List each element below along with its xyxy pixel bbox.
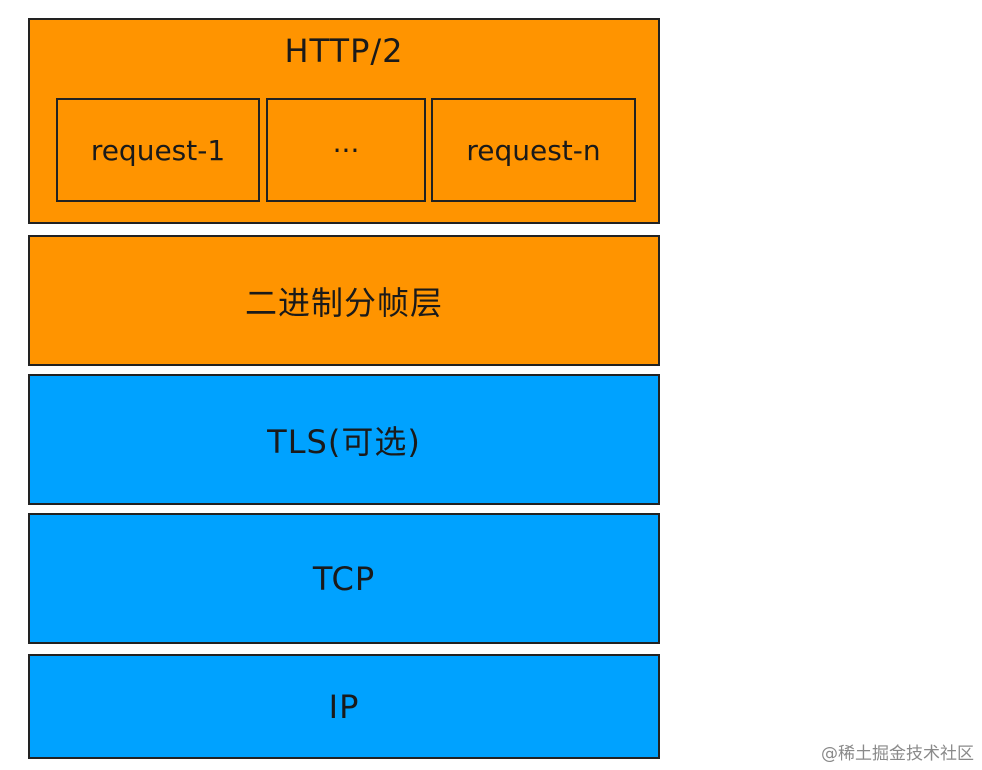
http2-layer-label: HTTP/2 xyxy=(284,32,404,70)
request-box-ellipsis: ··· xyxy=(266,98,426,202)
watermark-text: @稀土掘金技术社区 xyxy=(821,744,974,764)
tcp-layer: TCP xyxy=(28,513,660,644)
tls-layer: TLS(可选) xyxy=(28,374,660,505)
binary-framing-layer-label: 二进制分帧层 xyxy=(244,283,443,322)
ip-layer-label: IP xyxy=(328,687,360,726)
request-box-1: request-1 xyxy=(56,98,260,202)
request-n-label: request-n xyxy=(466,133,601,167)
request-1-label: request-1 xyxy=(90,133,226,167)
tls-layer-label: TLS(可选) xyxy=(267,422,421,461)
http2-layer: HTTP/2 request-1 ··· request-n xyxy=(28,18,660,224)
tcp-layer-label: TCP xyxy=(312,559,376,598)
ip-layer: IP xyxy=(28,654,660,759)
request-box-n: request-n xyxy=(431,98,636,202)
binary-framing-layer: 二进制分帧层 xyxy=(28,235,660,366)
request-ellipsis-label: ··· xyxy=(332,133,360,167)
